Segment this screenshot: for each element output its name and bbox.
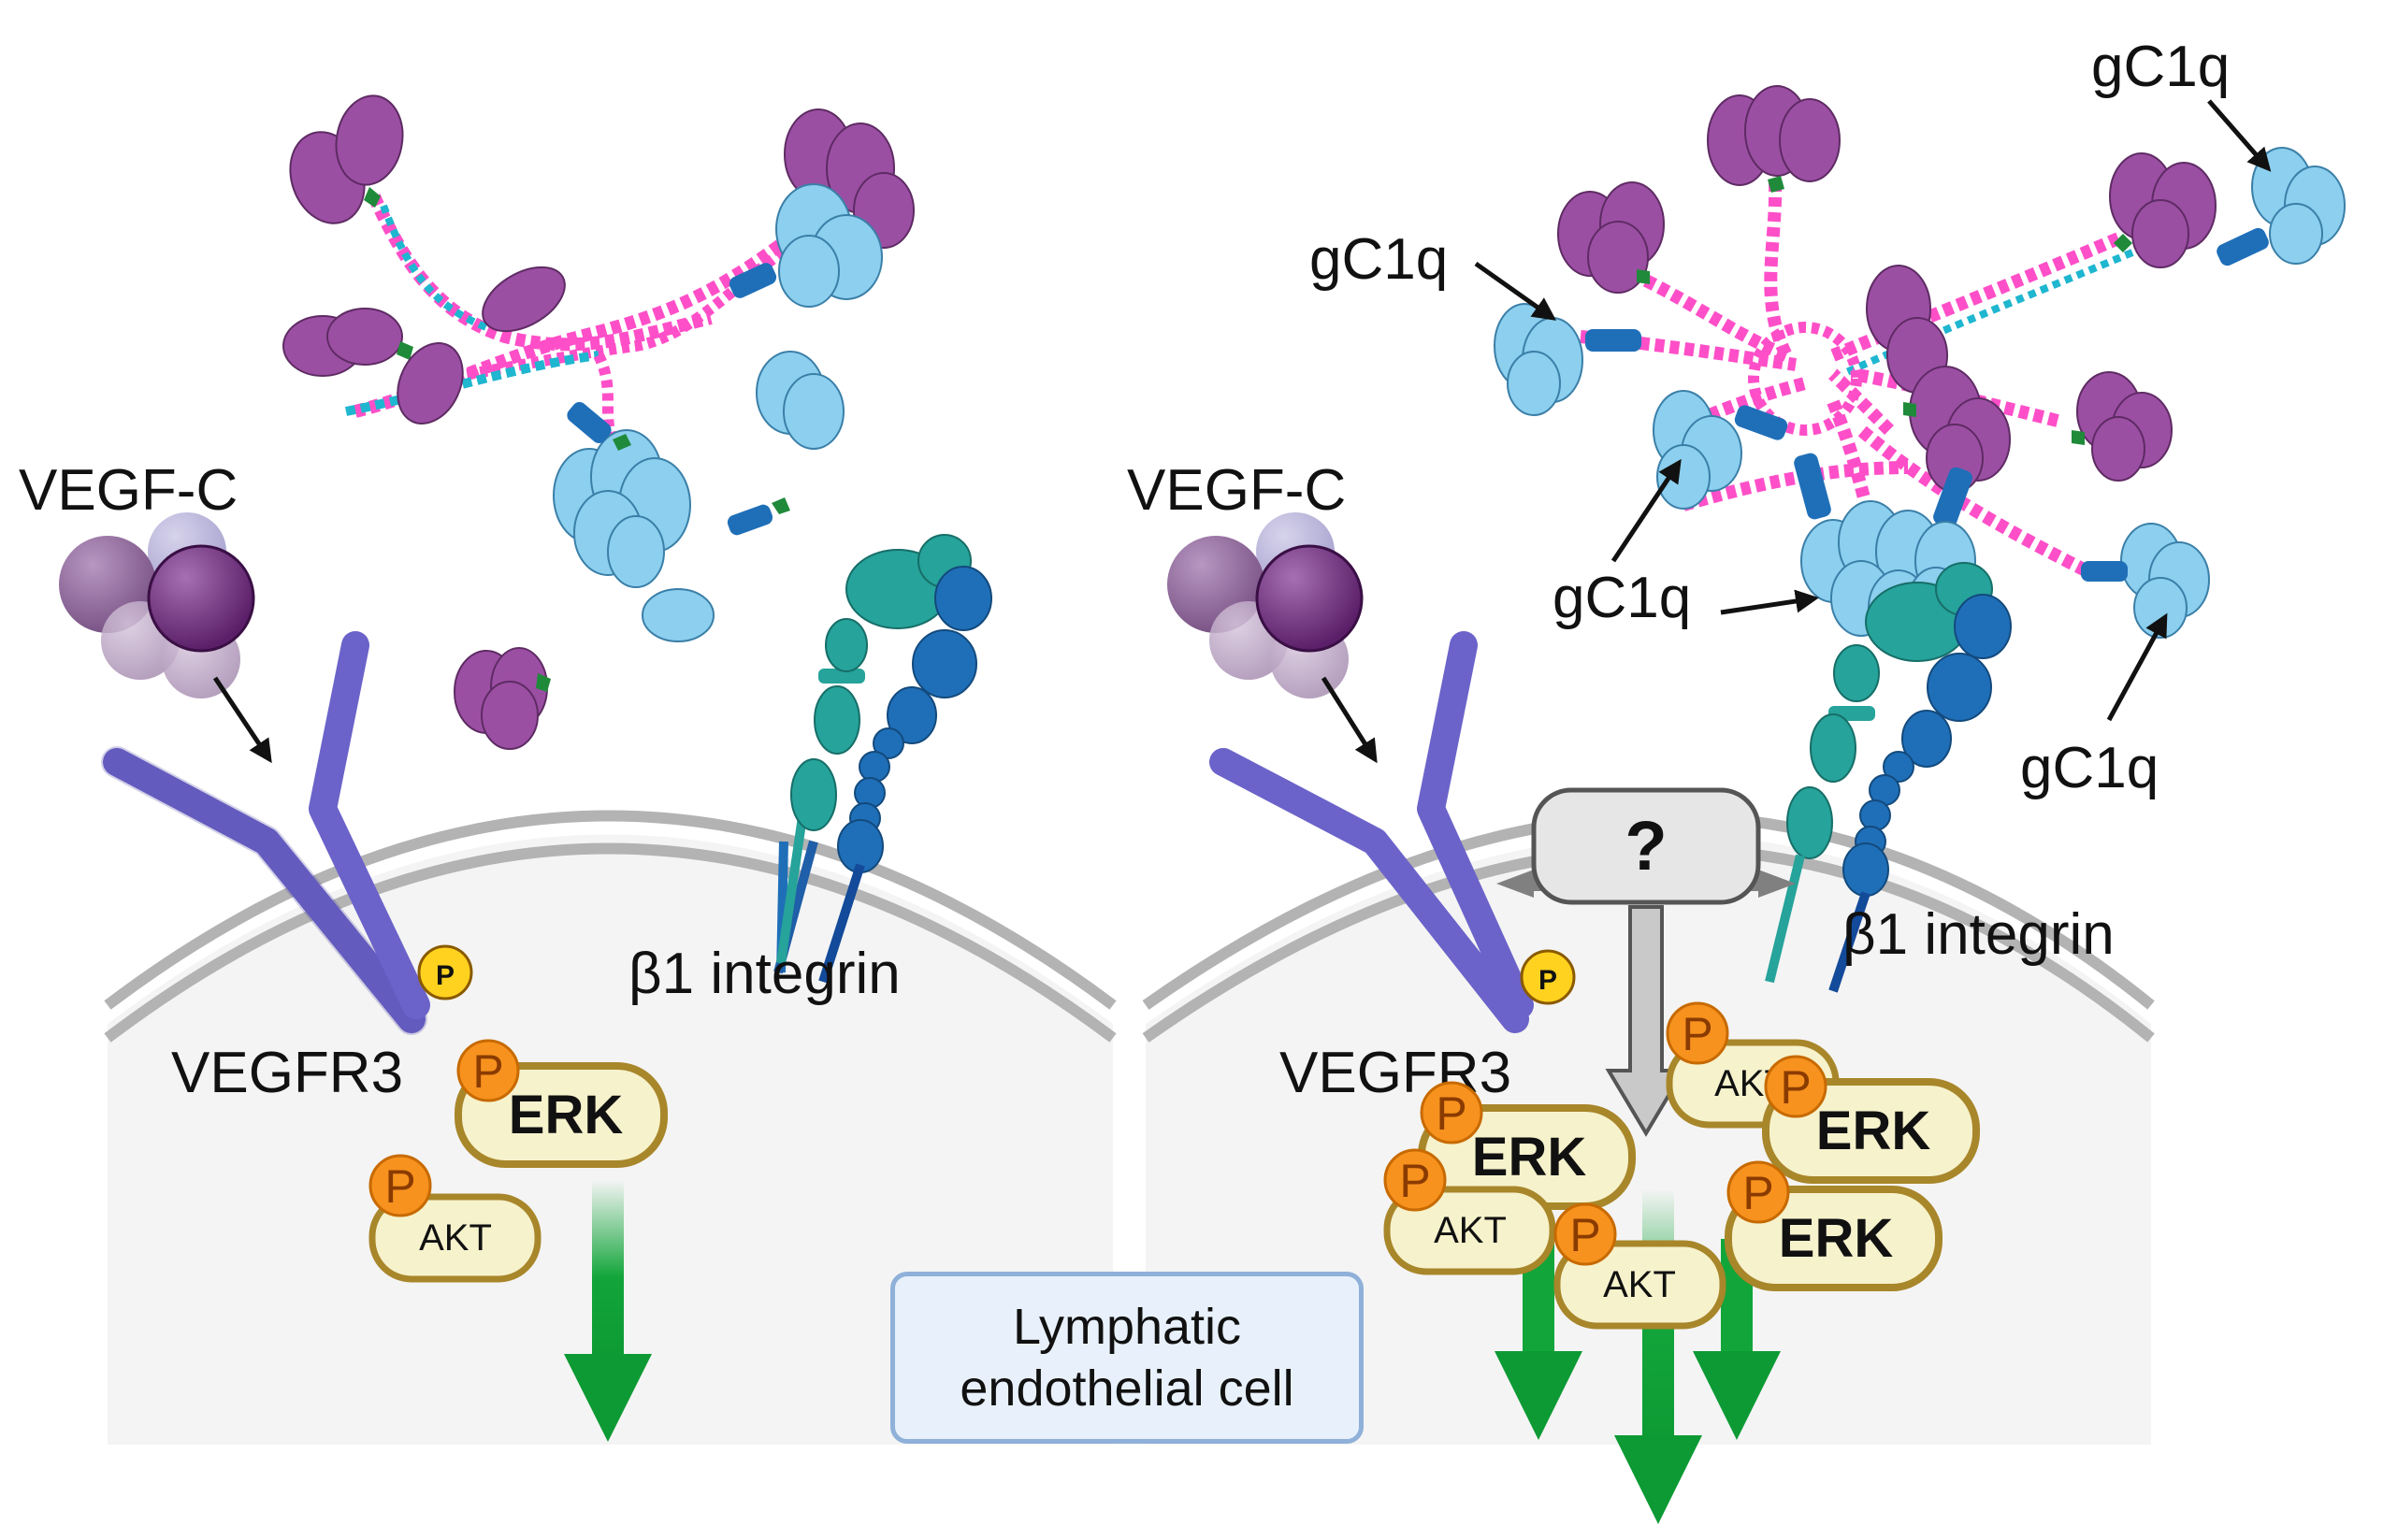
right-head-blue-center-left [1653, 390, 1788, 510]
gc1q-arrow-mid-center [1720, 589, 1819, 615]
right-akt-left-label: AKT [1434, 1210, 1507, 1251]
gc1q-arrow-top-left [1474, 261, 1557, 321]
right-vegfc-arrow [1321, 676, 1378, 764]
left-b1-integrin [773, 534, 992, 984]
globular-head-blue-4 [642, 588, 715, 642]
globular-head-purple-1 [289, 94, 404, 224]
right-head-blue-far-left [1494, 303, 1641, 416]
gc1q-arrow-lower-right [2106, 612, 2168, 722]
right-erk-2-label: ERK [1816, 1101, 1931, 1161]
right-head-blue-top-right [2217, 147, 2346, 266]
right-c1q-polymer [1494, 85, 2346, 646]
right-receptor-p-text: P [1538, 965, 1557, 996]
right-vegfc-cluster [1167, 512, 1364, 698]
left-vegfr3-label: VEGFR3 [171, 1041, 403, 1105]
globular-head-purple-4 [397, 342, 464, 425]
cell-type-caption: Lymphatic endothelial cell [890, 1272, 1364, 1444]
left-vegfc-arrow [212, 676, 272, 764]
left-erk: ERK P [455, 1039, 668, 1168]
left-signal-arrow [564, 1180, 652, 1442]
right-akt-center-label: AKT [1603, 1264, 1676, 1305]
left-erk-p: P [472, 1045, 503, 1098]
unknown-mediator-label: ? [1625, 807, 1667, 885]
globular-head-purple-2 [282, 308, 413, 377]
left-vegfc-label: VEGF-C [19, 458, 238, 523]
right-akt-left: AKT P [1383, 1148, 1556, 1275]
unknown-mediator: ? [1496, 787, 1796, 1137]
right-head-purple-left [1557, 181, 1665, 294]
right-signal-arrows [1495, 1189, 1781, 1524]
left-receptor-p-text: P [436, 960, 455, 991]
gc1q-label-top-left: gC1q [1309, 227, 1448, 292]
right-b1-integrin [1765, 562, 2012, 993]
right-akt-center: AKT P [1553, 1202, 1726, 1330]
left-akt-label: AKT [419, 1217, 492, 1259]
right-akt-center-p: P [1569, 1209, 1600, 1261]
left-vegfr3 [101, 631, 430, 1035]
left-receptor-phospho: P [417, 944, 473, 1000]
gc1q-arrow-mid-left [1610, 458, 1682, 563]
right-erk-2-p: P [1780, 1061, 1811, 1114]
right-erk-3-p: P [1742, 1167, 1773, 1219]
right-vegfr3 [1209, 631, 1534, 1033]
globular-head-blue-2 [756, 351, 845, 450]
right-akt-left-p: P [1399, 1155, 1430, 1207]
left-akt-p: P [384, 1160, 415, 1213]
right-head-purple-top [1707, 85, 1841, 193]
left-erk-label: ERK [509, 1085, 624, 1145]
right-erk-2: ERK P [1762, 1055, 1980, 1184]
globular-head-purple-3 [482, 266, 566, 333]
unknown-mediator-arrow [1605, 905, 1687, 1137]
gc1q-arrow-top-right [2207, 99, 2272, 172]
left-akt: AKT P [368, 1154, 542, 1283]
right-head-blue-right [2081, 523, 2210, 639]
right-akt-upper-p: P [1682, 1008, 1712, 1060]
right-erk-1: ERK P [1418, 1081, 1636, 1210]
c1q-fragment-small [727, 497, 790, 536]
right-erk-3: ERK P [1725, 1160, 1943, 1291]
globular-head-blue-1 [729, 183, 883, 308]
caption-line-1: Lymphatic [1012, 1299, 1242, 1355]
right-integrin-label: β1 integrin [1842, 902, 2115, 967]
right-erk-1-p: P [1436, 1087, 1466, 1140]
right-head-purple-far-right [2072, 371, 2173, 482]
gc1q-label-mid-left: gC1q [1553, 566, 1691, 630]
right-erk-1-label: ERK [1472, 1127, 1587, 1187]
left-integrin-label: β1 integrin [628, 942, 901, 1006]
globular-head-blue-3 [553, 402, 691, 588]
gc1q-label-top-right: gC1q [2091, 35, 2230, 99]
right-head-purple-right-top [2109, 152, 2217, 268]
right-vegfc-label: VEGF-C [1127, 458, 1346, 523]
left-c1q-complex [282, 94, 915, 750]
right-receptor-phospho: P [1520, 949, 1576, 1005]
gc1q-label-lower-right: gC1q [2020, 736, 2159, 800]
left-vegfc-cluster [59, 512, 255, 698]
right-erk-3-label: ERK [1779, 1208, 1894, 1269]
caption-line-2: endothelial cell [960, 1360, 1294, 1417]
globular-head-purple-6 [454, 647, 551, 750]
